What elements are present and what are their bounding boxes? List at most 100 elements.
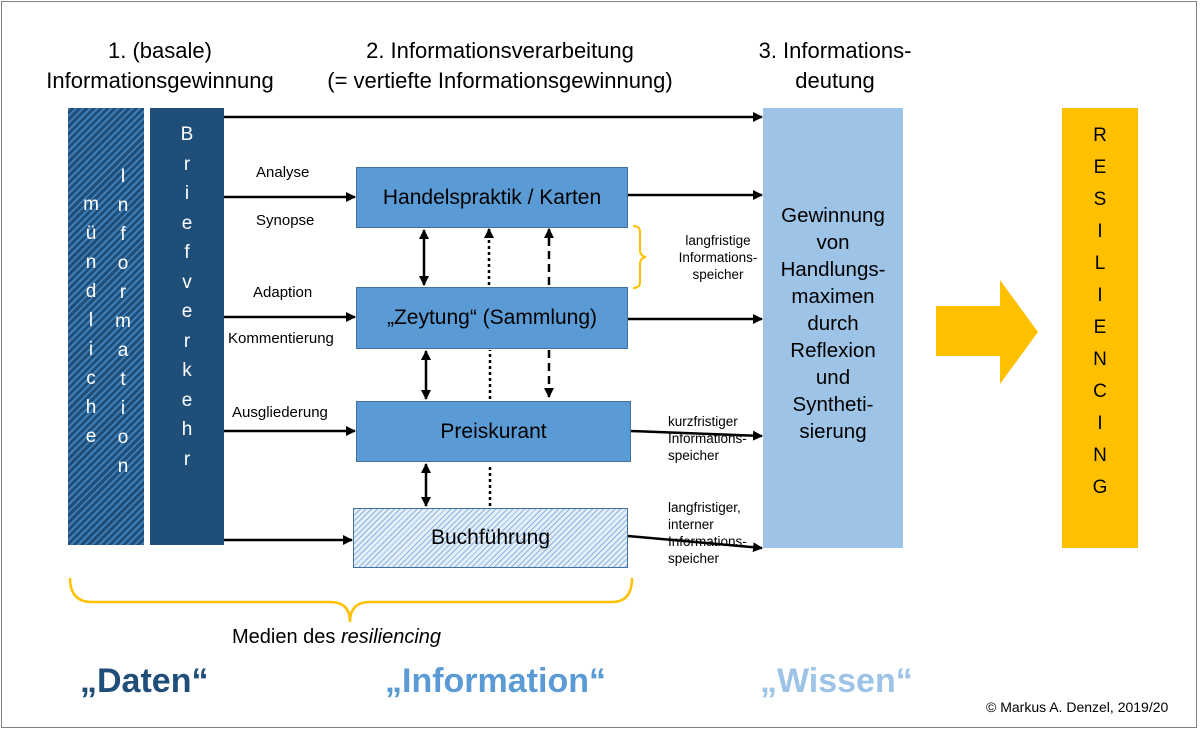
resiliencing-letter: I [1097,221,1103,242]
knowledge-line: durch [807,312,859,335]
muendliche-letter: h [85,397,97,418]
brace-label: Medien des resiliencing [232,626,441,649]
brace-label-italic: resiliencing [340,626,442,648]
resiliencing-letter: R [1093,125,1107,146]
resiliencing-letter: I [1097,285,1103,306]
muendliche-letter: l [88,310,94,331]
briefverkehr-letter: B [180,124,194,145]
header-col2-line1: 2. Informationsverarbeitung [366,38,634,63]
knowledge-line: und [815,366,851,389]
arrow-buchfuehrung-to-knowledge [627,534,763,553]
word-daten: „Daten“ [80,662,209,700]
knowledge-line: maximen [791,285,875,308]
resiliencing-letter: N [1093,445,1107,466]
arrow-to-resiliencing [936,280,1038,384]
box-preiskurant: Preiskurant [356,401,631,462]
briefverkehr-letter: r [183,330,191,352]
muendliche-letter: d [85,281,97,302]
resiliencing-letter: E [1093,317,1107,338]
annotation-kurzfristiger-line1: kurzfristiger [668,414,738,429]
resiliencing-letter: G [1092,477,1108,498]
brace-langfristige [632,225,647,289]
knowledge-line: von [816,231,850,254]
resiliencing-letter: L [1094,253,1106,274]
box-handelspraktik: Handelspraktik / Karten [356,167,628,228]
annotation-langfristige-line1: langfristige [685,233,751,248]
knowledge-line: Syntheti- [792,393,874,416]
box-zeytung: „Zeytung“ (Sammlung) [356,287,628,349]
header-informationsdeutung: 3. Informations- deutung [735,36,935,96]
briefverkehr-letter: k [182,360,192,381]
resiliencing-letter: C [1093,381,1107,402]
muendliche-letter: m [83,194,99,215]
information-letter: o [117,253,129,274]
annotation-langfristiger-intern: langfristiger, interner Informations- sp… [668,499,768,567]
annotation-langfristige-line2: Informations- [678,250,758,265]
information-letter: a [117,340,129,361]
information-letter: m [115,311,131,332]
header-informationsverarbeitung: 2. Informationsverarbeitung (= vertiefte… [300,36,700,96]
brace-label-prefix: Medien des [232,626,341,648]
resiliencing-letter: S [1093,189,1107,210]
header-col1-line2: Informationsgewinnung [46,68,274,93]
information-letter: o [117,427,129,448]
briefverkehr-letter: e [181,212,193,234]
muendliche-letter: n [85,252,97,273]
word-information: „Information“ [385,662,606,700]
briefverkehr-letter: e [181,389,193,411]
briefverkehr-letter: v [182,271,192,293]
knowledge-line: Handlungs- [780,258,886,281]
label-synopse: Synopse [256,212,315,229]
header-informationsgewinnung: 1. (basale) Informationsgewinnung [30,36,290,96]
muendliche-letter: c [86,368,96,389]
header-col1-line1: 1. (basale) [108,38,212,63]
arrow-preiskurant-to-knowledge [630,429,763,441]
knowledge-line: sierung [799,420,867,443]
label-adaption: Adaption [253,284,313,301]
information-letter: n [117,195,129,216]
word-wissen: „Wissen“ [760,662,913,700]
resiliencing-letter: I [1097,413,1103,434]
muendliche-letter: ü [85,223,97,244]
label-analyse: Analyse [256,164,310,181]
briefverkehr-letter: r [183,448,191,470]
information-letter: f [120,224,126,245]
header-col3-line1: 3. Informations- [758,38,912,63]
muendliche-letter: i [88,339,94,360]
resiliencing-letter: E [1093,157,1107,178]
header-col2-line2: (= vertiefte Informationsgewinnung) [327,68,673,93]
information-letter: i [120,398,126,419]
muendliche-letter: e [85,426,97,447]
briefverkehr-letter: f [184,242,190,263]
annotation-langfristiger-intern-line1: langfristiger, [668,500,741,515]
briefverkehr-letter: e [181,301,193,322]
annotation-langfristiger-intern-line4: speicher [668,551,720,566]
information-letter: I [120,166,126,187]
annotation-langfristiger-intern-line2: interner [668,517,714,532]
label-kommentierung: Kommentierung [228,330,334,347]
information-letter: t [120,369,126,390]
briefverkehr-letter: r [183,153,191,175]
knowledge-line: Reflexion [790,339,876,362]
brace-medien [68,577,634,623]
briefverkehr-letter: h [181,419,193,440]
knowledge-line: Gewinnung [781,204,885,227]
box-buchfuehrung: Buchführung [353,508,628,568]
copyright: © Markus A. Denzel, 2019/20 [986,699,1169,715]
label-ausgliederung: Ausgliederung [232,404,328,421]
information-letter: r [119,282,127,303]
annotation-langfristige-line3: speicher [692,267,744,282]
annotation-kurzfristiger-line3: speicher [668,448,720,463]
annotation-langfristige: langfristige Informations- speicher [668,232,768,283]
